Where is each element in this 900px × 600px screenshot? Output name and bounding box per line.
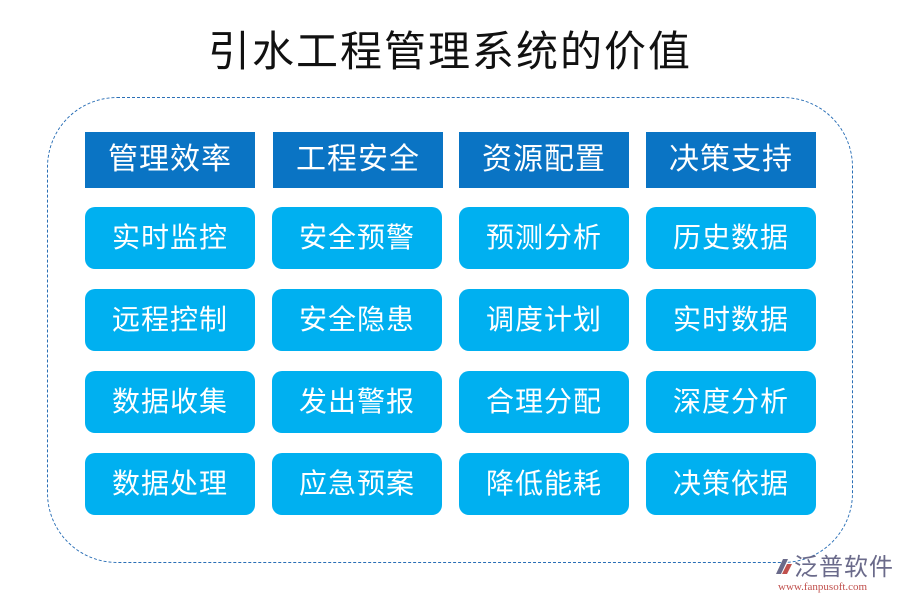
value-item: 安全预警: [272, 207, 442, 269]
value-item: 数据处理: [85, 453, 255, 515]
column-header-management-efficiency: 管理效率: [85, 132, 255, 188]
value-item: 调度计划: [459, 289, 629, 351]
logo-url: www.fanpusoft.com: [778, 581, 868, 593]
fanpu-logo: 泛普软件 www.fanpusoft.com: [772, 552, 894, 596]
value-item: 应急预案: [272, 453, 442, 515]
value-item: 发出警报: [272, 371, 442, 433]
value-item: 合理分配: [459, 371, 629, 433]
fanpu-logo-icon: [776, 559, 792, 574]
value-item: 安全隐患: [272, 289, 442, 351]
value-item: 决策依据: [646, 453, 816, 515]
value-item: 深度分析: [646, 371, 816, 433]
value-item: 实时数据: [646, 289, 816, 351]
column-header-decision-support: 决策支持: [646, 132, 816, 188]
column-header-resource-allocation: 资源配置: [459, 132, 629, 188]
value-item: 远程控制: [85, 289, 255, 351]
logo-name: 泛普软件: [794, 553, 894, 581]
value-item: 预测分析: [459, 207, 629, 269]
value-item: 数据收集: [85, 371, 255, 433]
value-item: 实时监控: [85, 207, 255, 269]
diagram-title: 引水工程管理系统的价值: [207, 27, 692, 76]
value-item: 降低能耗: [459, 453, 629, 515]
value-item: 历史数据: [646, 207, 816, 269]
dashed-frame: [47, 97, 853, 563]
column-header-engineering-safety: 工程安全: [273, 132, 443, 188]
